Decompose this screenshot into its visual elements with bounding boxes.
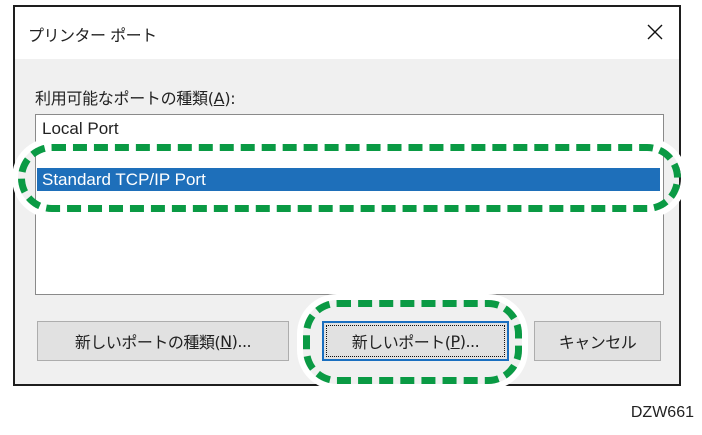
list-item-local-port[interactable]: Local Port (42, 119, 119, 138)
new-port-type-button[interactable]: 新しいポートの種類(N)... (37, 321, 289, 361)
list-item-hidden[interactable] (37, 153, 660, 163)
focus-ring (326, 325, 505, 357)
port-types-listbox[interactable]: Local Port Standard TCP/IP Port (35, 114, 664, 295)
port-types-label: 利用可能なポートの種類(A): (35, 89, 236, 108)
list-item-standard-tcpip-port[interactable]: Standard TCP/IP Port (37, 168, 660, 191)
close-button[interactable] (637, 15, 673, 49)
new-port-button[interactable]: 新しいポート(P)... (322, 321, 509, 361)
printer-port-dialog: プリンター ポート 利用可能なポートの種類(A): Local Port Sta… (13, 5, 681, 386)
cancel-button[interactable]: キャンセル (534, 321, 661, 361)
close-x-icon (647, 24, 663, 40)
dialog-title: プリンター ポート (28, 26, 157, 45)
figure-id: DZW661 (630, 404, 694, 421)
title-bar: プリンター ポート (15, 7, 679, 59)
